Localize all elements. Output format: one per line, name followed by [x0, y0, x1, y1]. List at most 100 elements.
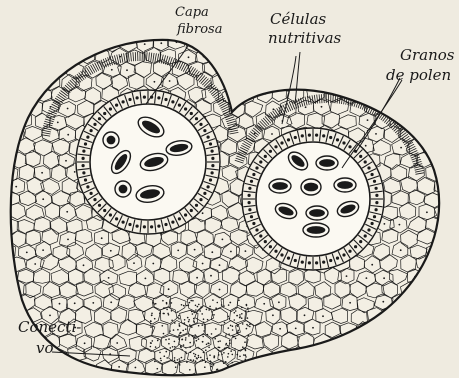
connective-stipple [195, 354, 197, 356]
connective-stipple [188, 321, 190, 323]
tapetum-nucleus [128, 223, 131, 226]
connective-stipple [194, 356, 196, 358]
parenchyma-cell [0, 61, 16, 77]
parenchyma-cell [261, 75, 280, 91]
cell-nucleus [145, 278, 147, 280]
cell-nucleus [26, 252, 28, 254]
tapetum-nucleus [115, 104, 118, 107]
tapetum-nucleus [373, 215, 376, 218]
parenchyma-cell [308, 59, 325, 75]
connective-stipple [172, 346, 174, 348]
connective-stipple [215, 328, 217, 330]
parenchyma-cell [35, 35, 52, 51]
parenchyma-cell [0, 87, 18, 105]
connective-stipple [244, 341, 246, 343]
connective-stipple [243, 367, 245, 369]
parenchyma-cell [333, 335, 350, 351]
parenchyma-cell [299, 46, 316, 63]
connective-stipple [168, 343, 170, 345]
connective-stipple [229, 342, 231, 344]
pollen-grain-core [304, 183, 318, 192]
connective-stipple [237, 354, 239, 356]
parenchyma-cell [77, 363, 94, 378]
cell-nucleus [263, 303, 265, 305]
connective-stipple [170, 347, 172, 349]
cell-nucleus [305, 106, 307, 108]
parenchyma-cell [248, 49, 267, 65]
tapetum-nucleus [150, 225, 153, 228]
tapetum-nucleus [109, 107, 112, 110]
parenchyma-cell [16, 59, 34, 77]
cell-nucleus [278, 301, 280, 303]
connective-stipple [188, 304, 190, 306]
parenchyma-cell [1, 323, 17, 339]
connective-stipple [247, 325, 249, 327]
tapetum-nucleus [82, 150, 85, 153]
cell-nucleus [407, 28, 409, 30]
tapetum-nucleus [287, 138, 290, 141]
cell-nucleus [230, 251, 232, 253]
tapetum-nucleus [250, 215, 253, 218]
cell-nucleus [451, 120, 453, 122]
tapetum-nucleus [207, 185, 210, 188]
parenchyma-cell [399, 361, 418, 376]
parenchyma-cell [40, 47, 58, 63]
connective-stipple [232, 325, 234, 327]
parenchyma-cell [60, 48, 78, 63]
connective-stipple [177, 359, 179, 361]
tapetum-nucleus [348, 250, 351, 253]
connective-stipple [247, 307, 249, 309]
connective-stipple [242, 323, 244, 325]
connective-stipple [193, 359, 195, 361]
parenchyma-cell [11, 362, 28, 378]
connective-stipple [239, 314, 241, 316]
parenchyma-cell [349, 47, 366, 64]
cell-nucleus [407, 315, 409, 317]
parenchyma-cell [0, 269, 17, 285]
connective-stipple [174, 341, 176, 343]
cell-nucleus [110, 250, 112, 252]
tapetum-nucleus [248, 194, 251, 197]
parenchyma-cell [0, 257, 8, 271]
cell-nucleus [118, 366, 120, 368]
connective-stipple [167, 313, 169, 315]
pollen-grain-core [319, 159, 335, 167]
cell-nucleus [65, 160, 67, 162]
parenchyma-cell [415, 283, 433, 299]
parenchyma-cell [318, 359, 335, 376]
parenchyma-cell [424, 270, 442, 287]
connective-stipple [180, 346, 182, 348]
tapetum-nucleus [308, 261, 311, 264]
parenchyma-cell [373, 320, 389, 335]
connective-stipple [203, 318, 205, 320]
connective-stipple [230, 325, 232, 327]
cell-nucleus [278, 68, 280, 70]
cell-nucleus [8, 355, 10, 357]
connective-stipple [237, 330, 239, 332]
connective-stipple [203, 352, 205, 354]
parenchyma-cell [417, 21, 435, 38]
tapetum-nucleus [364, 234, 367, 237]
cell-nucleus [442, 368, 444, 370]
cell-nucleus [424, 133, 426, 135]
parenchyma-cell [435, 232, 453, 248]
connective-stipple [188, 335, 190, 337]
parenchyma-cell [349, 74, 367, 91]
parenchyma-cell [229, 72, 247, 89]
parenchyma-cell [306, 347, 325, 362]
connective-stipple [226, 333, 228, 335]
connective-stipple [212, 299, 214, 301]
tapetum-nucleus [199, 123, 202, 126]
connective-stipple [155, 303, 157, 305]
connective-stipple [242, 346, 244, 348]
label-celulas-nutritivas-line-2: nutritivas [268, 31, 341, 46]
parenchyma-cell [436, 360, 453, 377]
parenchyma-cell [205, 35, 222, 52]
connective-stipple [229, 318, 231, 320]
connective-stipple [191, 326, 193, 328]
cell-nucleus [400, 147, 402, 149]
connective-stipple [174, 362, 176, 364]
connective-stipple [202, 336, 204, 338]
connective-stipple [237, 331, 239, 333]
connective-stipple [233, 336, 235, 338]
